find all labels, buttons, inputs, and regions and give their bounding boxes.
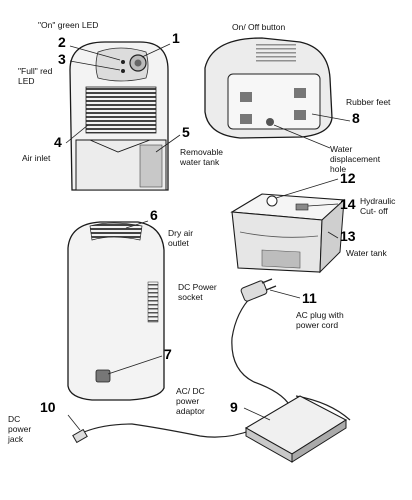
red-led — [121, 69, 125, 73]
water-tank-front — [139, 144, 163, 188]
rubber-foot — [240, 92, 252, 102]
unit-rear-view — [67, 221, 165, 401]
label-removable-water-tank: Removable water tank — [180, 147, 223, 167]
callout-number-7: 7 — [164, 346, 172, 362]
callout-number-12: 12 — [340, 170, 356, 186]
callout-number-4: 4 — [54, 134, 62, 150]
label-dry-air-outlet: Dry air outlet — [168, 228, 194, 248]
label-ac-plug: AC plug with power cord — [296, 310, 344, 330]
label-green-led: "On" green LED — [38, 20, 99, 30]
callout-number-3: 3 — [58, 51, 66, 67]
label-water-displacement-hole: Water displacement hole — [330, 144, 381, 174]
label-dc-power-socket: DC Power socket — [178, 282, 217, 302]
rubber-foot — [294, 88, 306, 98]
ac-dc-adaptor — [244, 395, 348, 463]
callout-number-8: 8 — [352, 110, 360, 126]
tank-float — [266, 195, 278, 207]
water-displacement-hole — [266, 118, 274, 126]
water-tank-view — [230, 193, 346, 274]
dc-power-socket — [95, 369, 111, 383]
callout-number-2: 2 — [58, 34, 66, 50]
label-ac-dc-adaptor: AC/ DC power adaptor — [176, 386, 205, 416]
green-led — [121, 60, 125, 64]
callout-number-10: 10 — [40, 399, 56, 415]
dc-power-jack — [72, 428, 88, 444]
callout-number-13: 13 — [340, 228, 356, 244]
air-inlet-grille — [85, 86, 157, 134]
label-air-inlet: Air inlet — [22, 153, 51, 163]
rubber-foot — [240, 114, 252, 124]
unit-bottom-view — [204, 37, 333, 139]
leader-lines — [65, 43, 351, 431]
unit-front-view — [69, 41, 169, 191]
label-dc-power-jack: DC power jack — [8, 414, 32, 444]
label-hydraulic-cut-off: Hydraulic Cut- off — [360, 196, 396, 216]
label-on-off-button: On/ Off button — [232, 22, 286, 32]
rubber-foot — [294, 110, 306, 120]
label-water-tank: Water tank — [346, 248, 387, 258]
callout-number-11: 11 — [302, 290, 317, 306]
callout-number-6: 6 — [150, 207, 158, 223]
callout-number-5: 5 — [182, 124, 190, 140]
callout-number-14: 14 — [340, 196, 356, 212]
ac-plug — [240, 278, 277, 302]
hydraulic-cut-off — [295, 203, 309, 211]
label-red-led: "Full" red LED — [18, 66, 53, 86]
callout-number-1: 1 — [172, 30, 180, 46]
callout-number-9: 9 — [230, 399, 238, 415]
label-rubber-feet: Rubber feet — [346, 97, 391, 107]
